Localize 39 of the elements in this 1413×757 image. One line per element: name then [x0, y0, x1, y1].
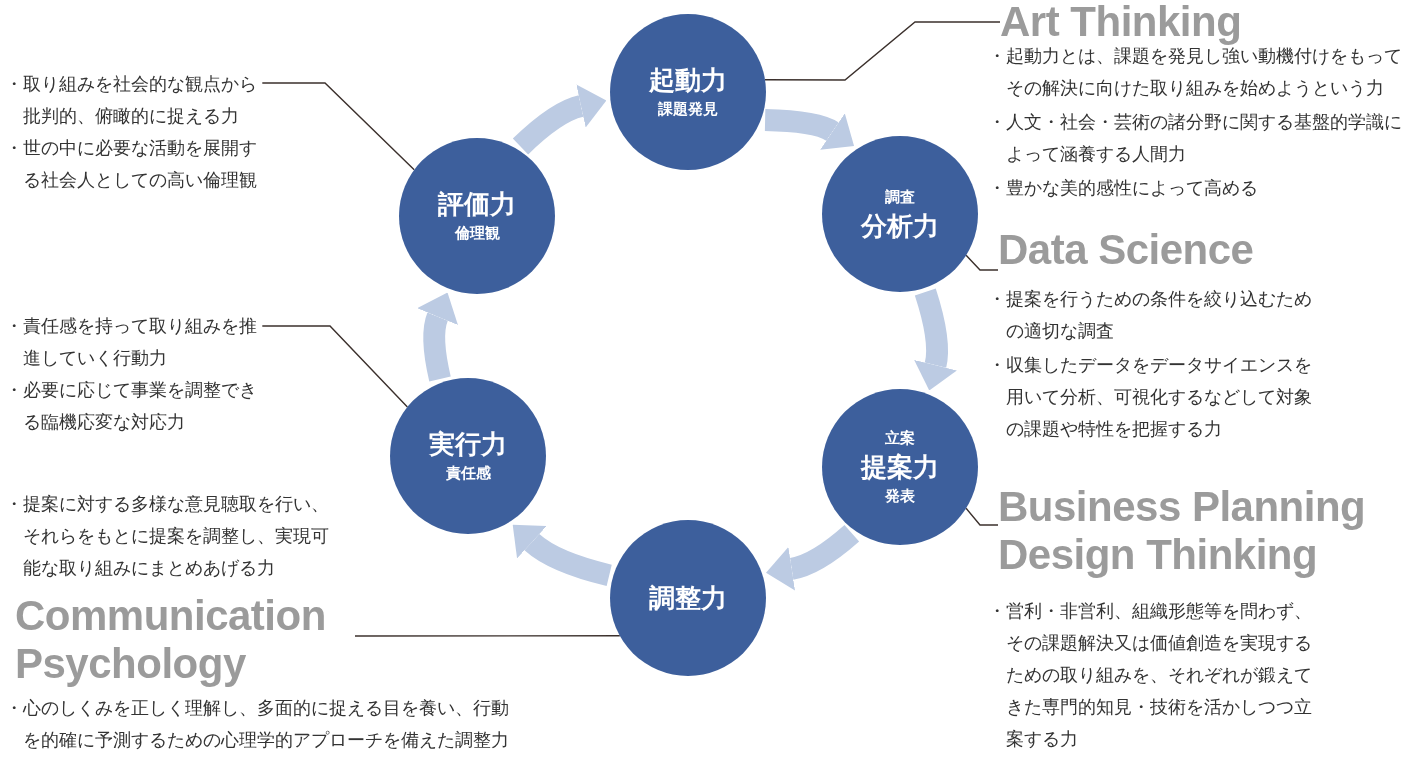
circle-subtitle: 倫理観: [454, 223, 500, 244]
bullet-text: ・責任感を持って取り組みを推進していく行動力: [5, 315, 258, 370]
cycle-arrow: [766, 525, 859, 591]
cycle-arrow: [416, 292, 459, 382]
circle-subtitle: 発表: [885, 486, 915, 507]
bullet-text: ・収集したデータをデータサイエンスを用いて分析、可視化するなどして対象の課題や特性を把握する力: [988, 354, 1313, 441]
leader-line: [354, 635, 621, 637]
section-heading: Business Planning Design Thinking: [998, 483, 1398, 579]
cycle-arrow: [913, 288, 958, 391]
bullet-text: ・世の中に必要な活動を展開する社会人としての高い倫理観: [5, 137, 258, 192]
section-heading: Communication Psychology: [15, 592, 355, 688]
leader-line: [261, 325, 409, 408]
cycle-arrow: [512, 84, 607, 155]
circle-subtitle: 課題発見: [658, 99, 718, 120]
bullet-text: ・心のしくみを正しく理解し、多面的に捉える目を養い、行動を的確に予測するための心理学的アプローチを備えた調整力: [5, 697, 510, 752]
bullet-text: ・豊かな美的感性によって高める: [988, 177, 1259, 200]
section-heading: Art Thinking: [1000, 0, 1242, 46]
bullet-text: ・起動力とは、課題を発見し強い動機付けをもってその解決に向けた取り組みを始めようという力: [988, 46, 1403, 100]
leader-line: [965, 507, 999, 526]
circle-title: 調整力: [649, 582, 727, 615]
leader-line: [261, 82, 415, 171]
bullet-text: ・必要に応じて事業を調整できる臨機応変な対応力: [5, 379, 258, 434]
bullet-text: ・営利・非営利、組織形態等を問わず、その課題解決又は価値創造を実現するための取り組みを、それぞれが鍛えてきた専門的知見・技術を活かしつつ立案する力: [988, 600, 1313, 751]
circle-title: 分析力: [861, 210, 939, 243]
leader-line: [764, 21, 1001, 81]
bullet-text: ・提案に対する多様な意見聴取を行い、それらをもとに提案を調整し、実現可能な取り組みにまとめあげる力: [5, 493, 330, 580]
cycle-arrow: [512, 525, 612, 587]
circle-title: 提案力: [861, 451, 939, 484]
leader-line: [965, 254, 999, 271]
circle-subtitle: 責任感: [445, 463, 491, 484]
circle-title: 評価力: [438, 188, 516, 221]
circle-subtitle: 調査: [885, 187, 915, 208]
circle-title: 実行力: [429, 428, 507, 461]
bullet-text: ・提案を行うための条件を絞り込むための適切な調査: [988, 288, 1313, 343]
circle-title: 起動力: [649, 64, 727, 97]
section-heading: Data Science: [998, 226, 1254, 274]
bullet-text: ・取り組みを社会的な観点から批判的、俯瞰的に捉える力: [5, 73, 258, 128]
circle-subtitle: 立案: [885, 428, 915, 449]
bullet-text: ・人文・社会・芸術の諸分野に関する基盤的学識によって涵養する人間力: [988, 111, 1403, 166]
